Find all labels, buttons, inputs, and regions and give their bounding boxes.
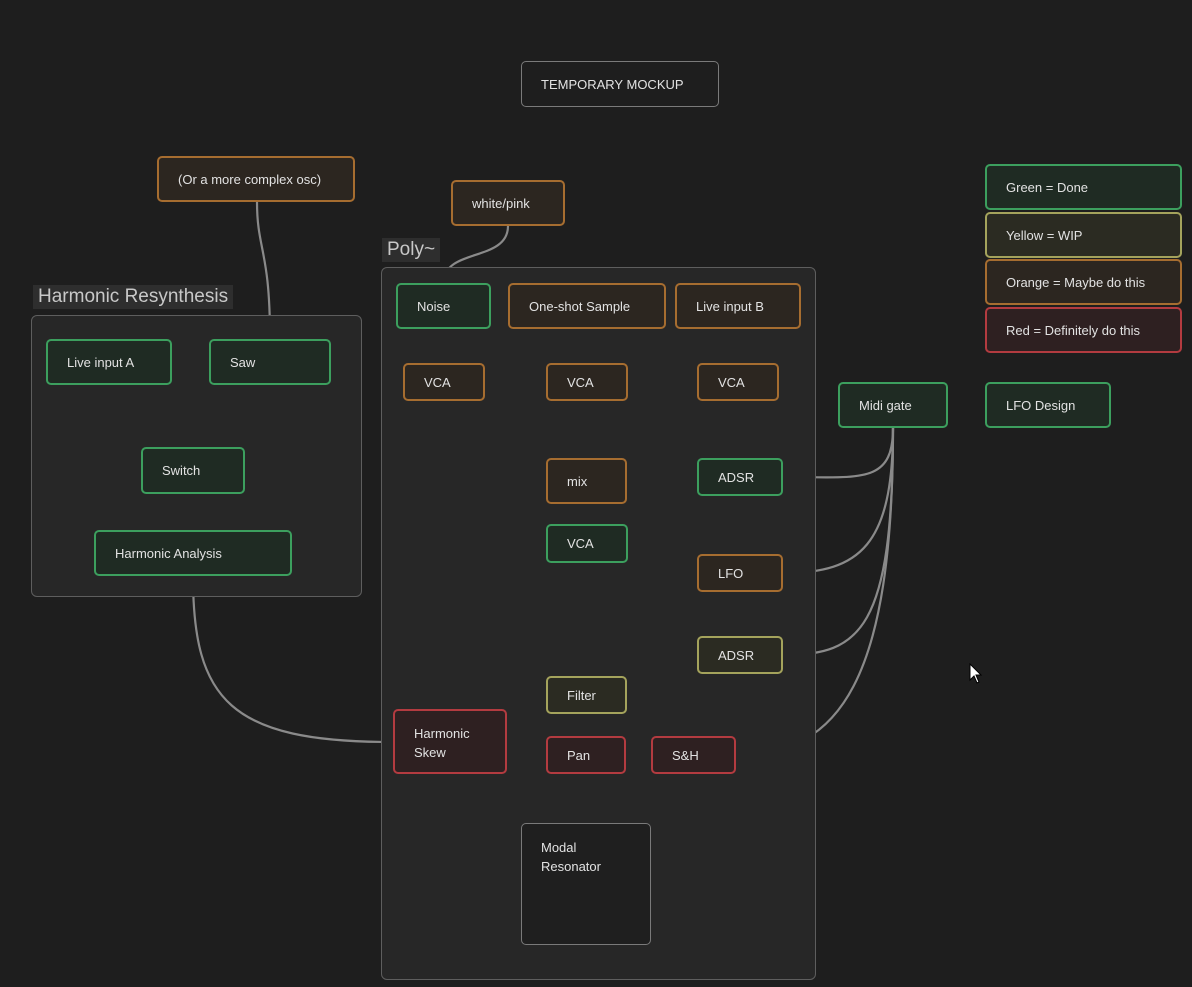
wire-analysis-to-skew[interactable] (191, 574, 394, 747)
group-harmonic-resynthesis-title: Harmonic Resynthesis (33, 285, 234, 309)
node-live-input-b[interactable]: Live input B (675, 283, 801, 329)
node-vca-noise[interactable]: VCA (403, 363, 485, 401)
group-poly-title: Poly~ (382, 238, 441, 262)
node-saw[interactable]: Saw (209, 339, 331, 385)
node-noise[interactable]: Noise (396, 283, 491, 329)
node-harmonic-skew[interactable]: Harmonic Skew (393, 709, 507, 774)
mouse-pointer-icon (969, 663, 983, 684)
node-vca-main[interactable]: VCA (546, 524, 628, 563)
node-one-shot-sample[interactable]: One-shot Sample (508, 283, 666, 329)
legend-green[interactable]: Green = Done (985, 164, 1182, 210)
node-adsr-1[interactable]: ADSR (697, 458, 783, 496)
node-white-pink[interactable]: white/pink (451, 180, 565, 226)
node-sample-hold[interactable]: S&H (651, 736, 736, 774)
node-lfo[interactable]: LFO (697, 554, 783, 592)
node-filter[interactable]: Filter (546, 676, 627, 714)
node-live-input-a[interactable]: Live input A (46, 339, 172, 385)
node-complex-osc[interactable]: (Or a more complex osc) (157, 156, 355, 202)
legend-yellow[interactable]: Yellow = WIP (985, 212, 1182, 258)
legend-orange[interactable]: Orange = Maybe do this (985, 259, 1182, 305)
node-pan[interactable]: Pan (546, 736, 626, 774)
node-harmonic-analysis[interactable]: Harmonic Analysis (94, 530, 292, 576)
node-mix[interactable]: mix (546, 458, 627, 504)
legend-red[interactable]: Red = Definitely do this (985, 307, 1182, 353)
node-midi-gate[interactable]: Midi gate (838, 382, 948, 428)
node-vca-sample[interactable]: VCA (546, 363, 628, 401)
node-switch[interactable]: Switch (141, 447, 245, 494)
node-vca-live-b[interactable]: VCA (697, 363, 779, 401)
wire-osc-to-saw[interactable] (255, 200, 275, 340)
node-adsr-2[interactable]: ADSR (697, 636, 783, 674)
temporary-mockup-box[interactable]: TEMPORARY MOCKUP (521, 61, 719, 107)
node-modal-resonator[interactable]: Modal Resonator (521, 823, 651, 945)
node-lfo-design[interactable]: LFO Design (985, 382, 1111, 428)
